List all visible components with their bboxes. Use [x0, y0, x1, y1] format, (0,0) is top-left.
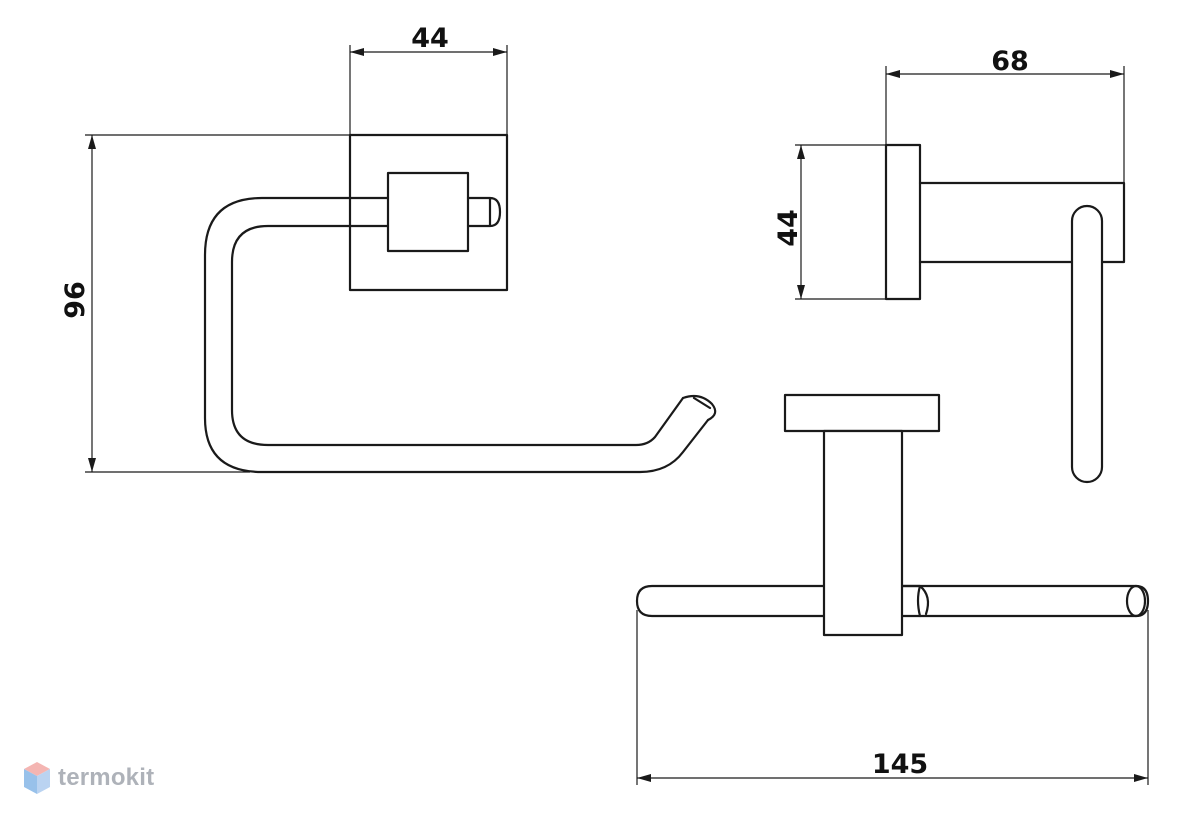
side-arm: [918, 181, 1126, 264]
front-mount-pin: [466, 196, 502, 228]
dim-side-depth-label: 68: [991, 46, 1029, 77]
side-hanging-rod: [1070, 204, 1104, 484]
front-arm-end-cap: [681, 394, 717, 422]
top-rod-end: [1125, 584, 1147, 618]
dim-front-height-label: 96: [60, 281, 91, 319]
dim-side-height: 44: [773, 144, 886, 300]
dim-front-width: 44: [349, 23, 508, 135]
watermark: termokit: [22, 760, 154, 796]
dim-top-length: 145: [636, 610, 1149, 785]
hexagon-logo-icon: [24, 762, 50, 794]
dim-front-height: 96: [60, 134, 350, 473]
dim-side-depth: 68: [885, 46, 1125, 183]
dim-side-height-label: 44: [773, 209, 804, 247]
front-wall-plate: [348, 133, 509, 292]
side-view: [884, 143, 1126, 484]
dim-front-width-label: 44: [411, 23, 449, 54]
watermark-text: termokit: [58, 764, 155, 791]
front-holder-arm: [203, 196, 712, 474]
top-collar: [900, 584, 930, 618]
front-mount-block: [386, 171, 470, 253]
top-view: [635, 393, 1150, 637]
side-wall-plate: [884, 143, 922, 301]
top-mount-block: [822, 429, 904, 637]
front-view: [203, 133, 717, 474]
top-wall-plate: [783, 393, 941, 433]
dim-top-length-label: 145: [872, 749, 928, 780]
